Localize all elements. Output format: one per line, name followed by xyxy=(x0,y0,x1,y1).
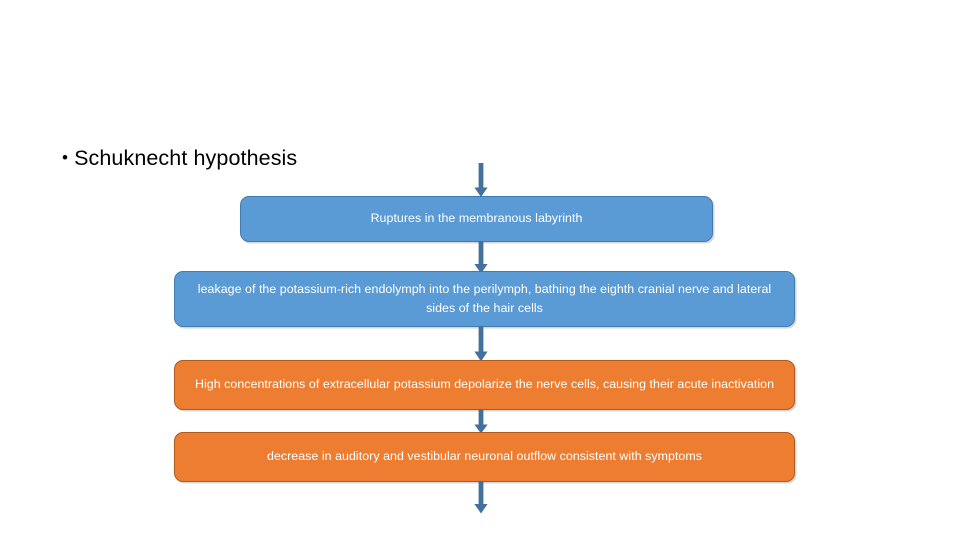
flow-step-2-label: leakage of the potassium-rich endolymph … xyxy=(197,281,772,316)
flow-step-1[interactable]: Ruptures in the membranous labyrinth xyxy=(240,196,713,242)
page-title: • Schuknecht hypothesis xyxy=(62,146,297,171)
flow-step-3[interactable]: High concentrations of extracellular pot… xyxy=(174,360,795,410)
flow-step-3-label: High concentrations of extracellular pot… xyxy=(194,377,775,392)
page-title-label: Schuknecht hypothesis xyxy=(74,146,298,170)
connector-arrow-2-3 xyxy=(468,326,494,362)
flow-step-2[interactable]: leakage of the potassium-rich endolymph … xyxy=(174,271,795,327)
connector-arrow-1-2 xyxy=(468,241,494,274)
connector-arrow-3-4 xyxy=(468,409,494,434)
bullet-icon: • xyxy=(62,148,69,167)
flow-step-4[interactable]: decrease in auditory and vestibular neur… xyxy=(174,432,795,482)
connector-arrow-top xyxy=(468,163,494,198)
flow-step-4-label: decrease in auditory and vestibular neur… xyxy=(267,449,702,464)
flow-step-1-label: Ruptures in the membranous labyrinth xyxy=(370,211,583,226)
connector-arrow-bottom xyxy=(468,481,494,514)
